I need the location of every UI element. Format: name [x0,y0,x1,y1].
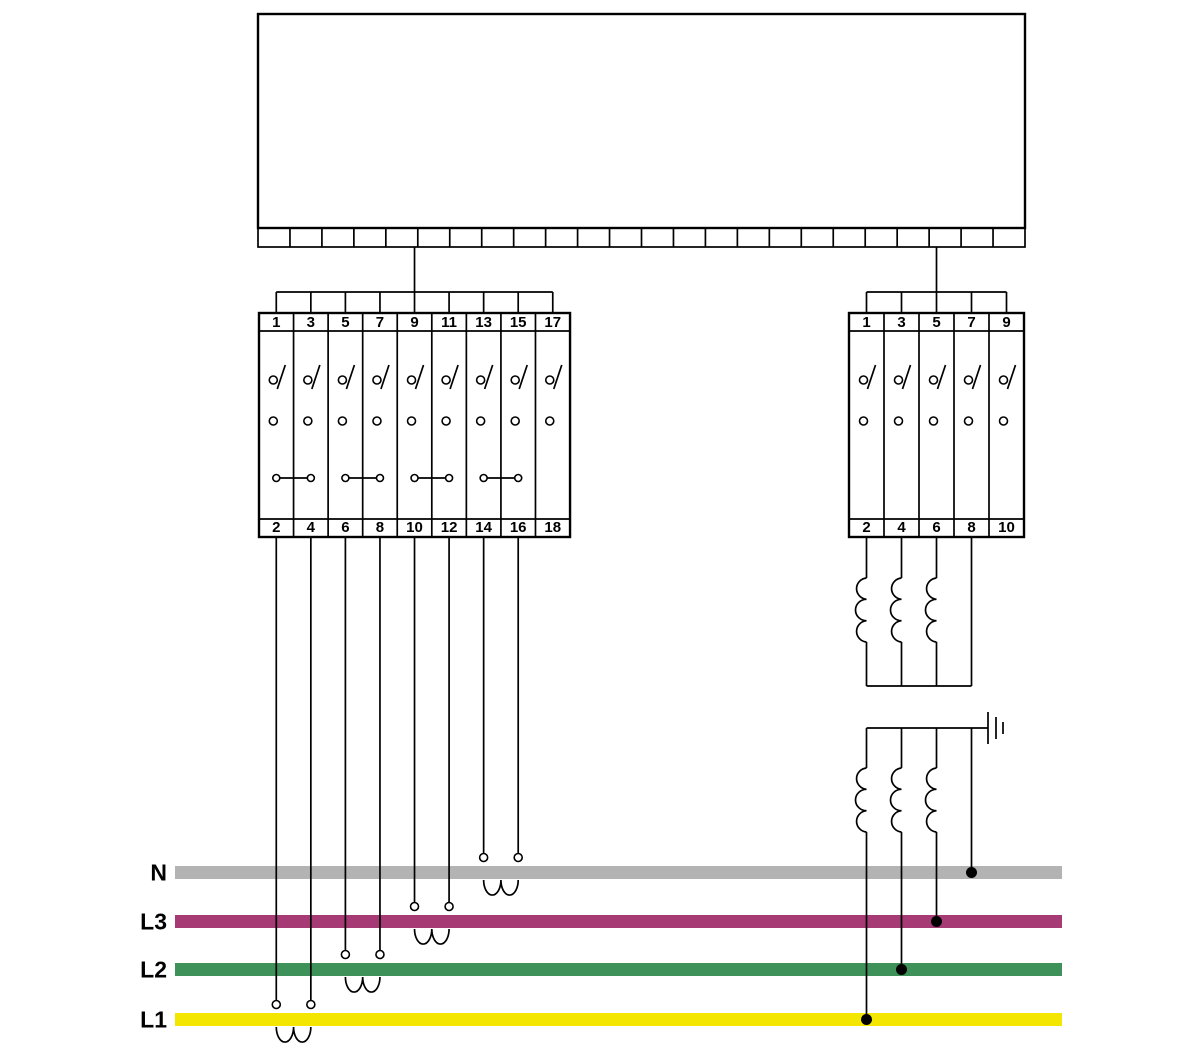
terminal-number: 18 [544,519,561,536]
bus-junction-dot [896,964,907,975]
terminal-number: 3 [897,314,905,331]
terminal-number: 7 [967,314,975,331]
jumper-contact [375,473,385,483]
bus-bar-l1 [175,1013,1062,1026]
terminal-number: 4 [897,519,906,536]
bus-junction-dot [931,916,942,927]
terminal-number: 8 [967,519,975,536]
disconnect-switch-icon [406,364,425,426]
bus-label-n: N [150,860,167,886]
disconnect-switch-icon [510,364,529,426]
jumper-contact [271,473,281,483]
terminal-number: 6 [932,519,940,536]
right-terminal-block: 1 2 3 4 5 6 7 8 9 10 [847,247,1026,539]
terminal-number: 4 [307,519,316,536]
transformer-coil-icon [854,767,868,833]
transformer-coil-icon [889,767,903,833]
sensor-terminal-contact [375,949,385,960]
terminal-number: 13 [475,314,492,331]
disconnect-switch-icon [302,364,321,426]
transformer-coil-icon [924,577,938,643]
sensor-terminal-contact [444,901,454,912]
disconnect-switch-icon [858,364,877,426]
bus-label-l2: L2 [140,957,167,983]
terminal-number: 12 [441,519,458,536]
disconnect-switch-icon [928,364,947,426]
jumper-contact [444,473,454,483]
sensor-terminal-contact [478,852,489,863]
terminal-number: 5 [341,314,349,331]
bus-label-l1: L1 [140,1007,167,1033]
terminal-number: 9 [1002,314,1010,331]
bus-junction-dot [966,867,977,878]
terminal-number: 15 [510,314,527,331]
disconnect-switch-icon [963,364,982,426]
terminal-number: 2 [862,519,870,536]
current-sensors [271,537,524,1043]
current-sensor-loop-icon [482,879,520,896]
sensor-terminal-contact [340,949,351,960]
sensor-terminal-contact [513,852,524,863]
ground-icon [987,712,1004,744]
disconnect-switch-icon [337,364,356,426]
current-sensor-loop-icon [413,928,450,945]
terminal-number: 10 [998,519,1015,536]
sensor-terminal-contact [306,999,316,1010]
disconnect-switch-icon [544,364,563,426]
terminal-number: 8 [376,519,384,536]
sensor-terminal-contact [271,999,282,1010]
bus-bars [175,866,1062,1026]
bus-bar-l3 [175,915,1062,928]
jumper-contact [341,473,350,483]
terminal-number: 17 [544,314,561,331]
terminal-number: 10 [406,519,423,536]
jumper-contact [410,473,419,483]
terminal-number: 1 [862,314,870,331]
transformer-coil-icon [889,577,903,643]
transformer-coil-icon [924,767,938,833]
jumper-contact [479,473,488,483]
jumper-contact [306,473,316,483]
terminal-number: 2 [272,519,280,536]
terminal-number: 6 [341,519,349,536]
device-outline [256,12,1027,230]
terminal-number: 16 [510,519,527,536]
current-sensor-loop-icon [344,976,381,993]
jumper-contact [513,473,523,483]
disconnect-switch-icon [998,364,1017,426]
terminal-number: 7 [376,314,384,331]
terminal-number: 11 [441,314,457,331]
voltage-transformer-wiring [854,537,988,1025]
bus-bar-n [175,866,1062,879]
current-sensor-loop-icon [275,1026,312,1043]
bus-label-l3: L3 [140,909,167,935]
disconnect-switch-icon [475,364,494,426]
terminal-number: 9 [410,314,418,331]
disconnect-switch-icon [268,364,287,426]
disconnect-switch-icon [372,364,390,426]
terminal-number: 1 [272,314,280,331]
bus-junction-dot [861,1014,872,1025]
terminal-number: 3 [307,314,315,331]
disconnect-switch-icon [441,364,459,426]
bus-labels: N L3 L2 L1 [140,860,167,1033]
bus-bar-l2 [175,963,1062,976]
device-connector-strip [257,227,1026,248]
disconnect-switch-icon [893,364,912,426]
transformer-coil-icon [854,577,868,643]
terminal-number: 14 [475,519,492,536]
sensor-terminal-contact [409,901,420,912]
terminal-number: 5 [932,314,940,331]
